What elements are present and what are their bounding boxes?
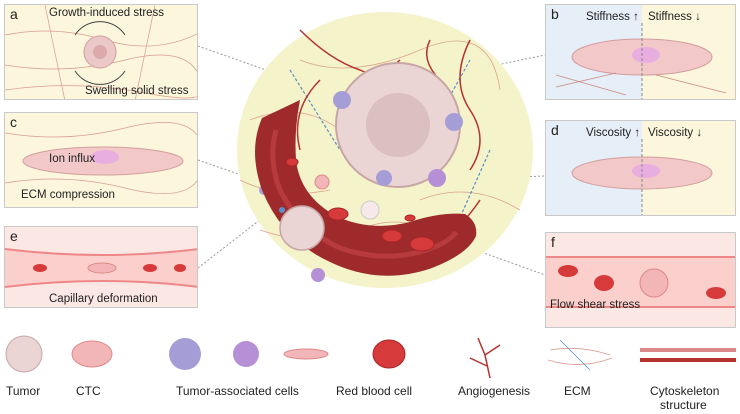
- legend-ctc-label: CTC: [76, 384, 101, 398]
- panel-f: f Flow shear stress: [545, 232, 736, 328]
- panel-b: b Stiffness ↑ Stiffness ↓: [545, 4, 736, 100]
- cytoskeleton-icon: [640, 348, 736, 362]
- legend-tumor-associated-cells-label: Tumor-associated cells: [176, 384, 299, 398]
- connector-b: [481, 54, 546, 69]
- panel-d: d Viscosity ↑ Viscosity ↓: [545, 120, 736, 216]
- viscosity-up-label: Viscosity ↑: [586, 127, 641, 139]
- legend-ecm-label: ECM: [564, 384, 591, 398]
- small-tumor: [279, 205, 325, 251]
- red-blood-cell-icon: [372, 339, 406, 369]
- panel-c: c Ion influx ECM compression: [4, 112, 198, 208]
- tumor-associated-cell-icon-1: [169, 338, 201, 370]
- stiffness-up-label: Stiffness ↑: [586, 11, 639, 23]
- legend-icons: [5, 335, 736, 379]
- panel-a: a Growth-induced stress Swelling solid s…: [4, 4, 198, 100]
- legend-structure-label: structure: [660, 398, 707, 412]
- panel-a-letter: a: [10, 6, 18, 22]
- growth-induced-stress-label: Growth-induced stress: [49, 7, 165, 19]
- flow-shear-stress-label: Flow shear stress: [550, 299, 641, 311]
- connector-e: [197, 211, 271, 269]
- stiffness-down-label: Stiffness ↓: [648, 11, 701, 23]
- tumor-associated-cell-icon-3: [283, 348, 329, 360]
- tumor-associated-cell-icon-2: [233, 341, 259, 367]
- ecm-compression-label: ECM compression: [21, 189, 115, 201]
- panel-c-letter: c: [10, 114, 17, 130]
- ctc-icon: [71, 340, 113, 368]
- panel-e-letter: e: [10, 228, 18, 244]
- tumor-associated-cells: [259, 91, 463, 282]
- angiogenesis-icon: [469, 337, 501, 379]
- legend-angiogenesis-label: Angiogenesis: [458, 384, 531, 398]
- red-blood-cells: [285, 157, 435, 252]
- legend-cytoskeleton-label: Cytoskeleton: [650, 384, 720, 398]
- capillary-deformation-label: Capillary deformation: [49, 293, 158, 305]
- ecm-icon: [547, 339, 613, 371]
- tumor-icon: [5, 335, 43, 373]
- panel-e: e Capillary deformation: [4, 226, 198, 308]
- legend-red-blood-cell-label: Red blood cell: [336, 384, 413, 398]
- panel-d-letter: d: [551, 122, 559, 138]
- legend-tumor-label: Tumor: [6, 384, 41, 398]
- panel-f-letter: f: [551, 234, 555, 250]
- swelling-solid-stress-label: Swelling solid stress: [85, 85, 189, 97]
- ion-influx-label: Ion influx: [49, 153, 96, 165]
- viscosity-down-label: Viscosity ↓: [648, 127, 703, 139]
- tumor-core: [366, 93, 430, 157]
- panel-b-letter: b: [551, 6, 559, 22]
